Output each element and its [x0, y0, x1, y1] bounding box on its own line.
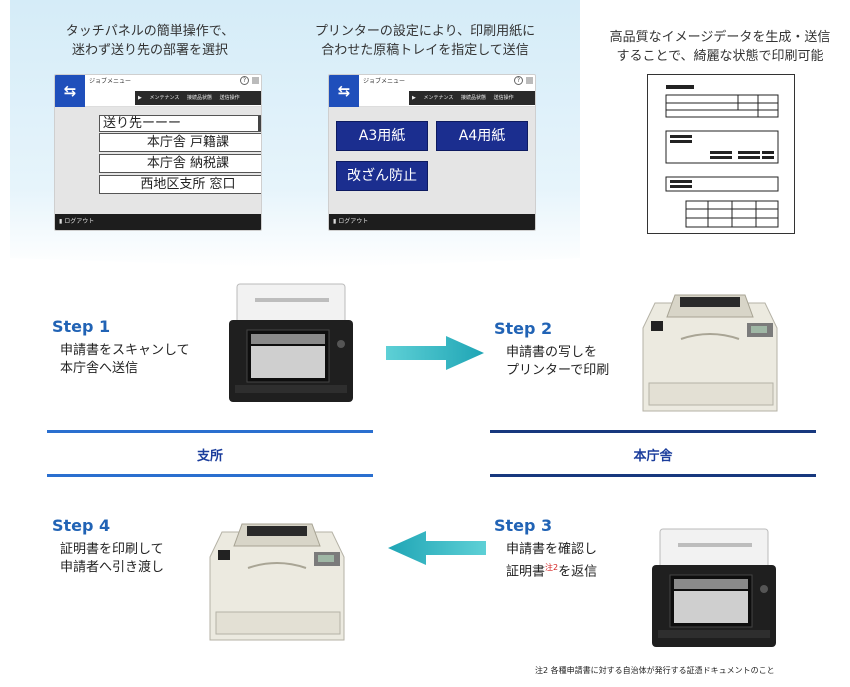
tool-send-operation[interactable]: 送信操作	[219, 95, 240, 101]
step4: Step 4 証明書を印刷して 申請者へ引き渡し	[52, 516, 222, 577]
step3-line1: 申請書を確認し	[506, 542, 598, 557]
printer-illustration-branch	[202, 512, 352, 647]
document-illustration	[647, 74, 795, 234]
step4-line2: 申請者へ引き渡し	[60, 560, 165, 575]
panel-top-bar: ⇆ ジョブメニュー ? ▶ メンテナンス 接続品状態 送信操作	[329, 75, 535, 107]
status-square-icon	[252, 77, 259, 84]
step2: Step 2 申請書の写しを プリンターで印刷	[494, 319, 644, 380]
printer-icon	[209, 523, 345, 641]
tool-consumables[interactable]: 接続品状態	[460, 95, 486, 101]
help-icon[interactable]: ?	[240, 76, 249, 85]
caption-printer-settings-line1: プリンターの設定により、印刷用紙に	[314, 24, 536, 39]
panel-bottom-bar: ▮ ログアウト	[329, 214, 535, 230]
step2-title: Step 2	[494, 319, 553, 338]
panel-toolbar: ▶ メンテナンス 接続品状態 送信操作	[135, 91, 261, 105]
panel-top-bar: ⇆ ジョブメニュー ? ▶ メンテナンス 接続品状態 送信操作	[55, 75, 261, 107]
caption-quality-image: 高品質なイメージデータを生成・送信 することで、綺麗な状態で印刷可能	[600, 28, 840, 66]
step2-line1: 申請書の写しを	[506, 345, 598, 360]
step3: Step 3 申請書を確認し 証明書注2を返信	[494, 516, 644, 581]
scanner-illustration-main	[648, 525, 783, 650]
logout-icon[interactable]: ▮	[333, 218, 337, 225]
status-square-icon	[526, 77, 533, 84]
step3-title: Step 3	[494, 516, 553, 535]
caption-touch-panel-line1: タッチパネルの簡単操作で、	[65, 24, 235, 39]
destination-dropdown-value: 送り先ーーー	[103, 116, 182, 131]
tool-consumables[interactable]: 接続品状態	[186, 95, 212, 101]
arrow-left-icon	[388, 531, 486, 565]
tamper-proof-button[interactable]: 改ざん防止	[336, 161, 428, 191]
step3-line2-start: 証明書	[506, 564, 546, 580]
caption-printer-settings: プリンターの設定により、印刷用紙に 合わせた原稿トレイを指定して送信	[300, 22, 550, 60]
caption-touch-panel: タッチパネルの簡単操作で、 迷わず送り先の部署を選択	[40, 22, 260, 60]
scanner-icon	[229, 283, 353, 402]
step1: Step 1 申請書をスキャンして 本庁舎へ送信	[52, 317, 222, 378]
play-icon[interactable]: ▶	[412, 95, 416, 101]
tool-maintenance[interactable]: メンテナンス	[149, 95, 180, 101]
printer-icon	[642, 294, 778, 412]
touch-panel-destination: ⇆ ジョブメニュー ? ▶ メンテナンス 接続品状態 送信操作 送り先ーーー ▼…	[54, 74, 262, 231]
branch-label: 支所	[196, 449, 223, 464]
step1-title: Step 1	[52, 317, 111, 336]
scanner-icon	[652, 528, 776, 647]
tray-a4-button[interactable]: A4用紙	[436, 121, 528, 151]
caption-quality-image-line2: することで、綺麗な状態で印刷可能	[616, 49, 824, 64]
panel-menu-title: ジョブメニュー	[363, 78, 406, 85]
destination-option-nozei[interactable]: 本庁舎 納税課	[99, 154, 261, 173]
main-office-divider-top	[490, 430, 816, 433]
panel-toolbar: ▶ メンテナンス 接続品状態 送信操作	[409, 91, 535, 105]
step1-line2: 本庁舎へ送信	[60, 361, 139, 376]
step1-line1: 申請書をスキャンして	[60, 343, 190, 358]
tool-maintenance[interactable]: メンテナンス	[423, 95, 454, 101]
step3-line2: 証明書注2を返信	[494, 559, 644, 581]
caption-quality-image-line1: 高品質なイメージデータを生成・送信	[609, 30, 831, 45]
document-form-graphic	[665, 85, 779, 228]
panel-menu-title: ジョブメニュー	[89, 78, 132, 85]
scanner-illustration	[225, 280, 360, 405]
arrow-right-icon	[386, 336, 484, 370]
destination-dropdown[interactable]: 送り先ーーー ▼	[99, 115, 261, 132]
logout-icon[interactable]: ▮	[59, 218, 63, 225]
branch-divider-bottom	[47, 474, 373, 477]
destination-option-koseki[interactable]: 本庁舎 戸籍課	[99, 133, 261, 152]
logout-label[interactable]: ログアウト	[338, 218, 369, 225]
branch-divider-top	[47, 430, 373, 433]
logout-label[interactable]: ログアウト	[64, 218, 95, 225]
main-office-divider-bottom	[490, 474, 816, 477]
chevron-down-icon[interactable]: ▼	[258, 116, 261, 131]
footnote: 注2 各種申請書に対する自治体が発行する証憑ドキュメントのこと	[535, 666, 775, 675]
help-icon[interactable]: ?	[514, 76, 523, 85]
step4-line1: 証明書を印刷して	[60, 542, 164, 557]
tool-send-operation[interactable]: 送信操作	[493, 95, 514, 101]
main-office-label: 本庁舎	[633, 449, 673, 464]
footnote-marker: 注2	[545, 563, 559, 572]
step3-line2-end: を返信	[558, 564, 598, 580]
step2-line2: プリンターで印刷	[506, 363, 610, 378]
printer-illustration-main	[635, 283, 785, 418]
panel-bottom-bar: ▮ ログアウト	[55, 214, 261, 230]
play-icon[interactable]: ▶	[138, 95, 142, 101]
touch-panel-tray: ⇆ ジョブメニュー ? ▶ メンテナンス 接続品状態 送信操作 A3用紙 A4用…	[328, 74, 536, 231]
swap-arrows-icon[interactable]: ⇆	[329, 75, 359, 107]
tray-a3-button[interactable]: A3用紙	[336, 121, 428, 151]
step4-title: Step 4	[52, 516, 111, 535]
swap-arrows-icon[interactable]: ⇆	[55, 75, 85, 107]
destination-option-nishi-branch[interactable]: 西地区支所 窓口	[99, 175, 261, 194]
caption-printer-settings-line2: 合わせた原稿トレイを指定して送信	[321, 43, 529, 58]
caption-touch-panel-line2: 迷わず送り先の部署を選択	[71, 43, 228, 58]
